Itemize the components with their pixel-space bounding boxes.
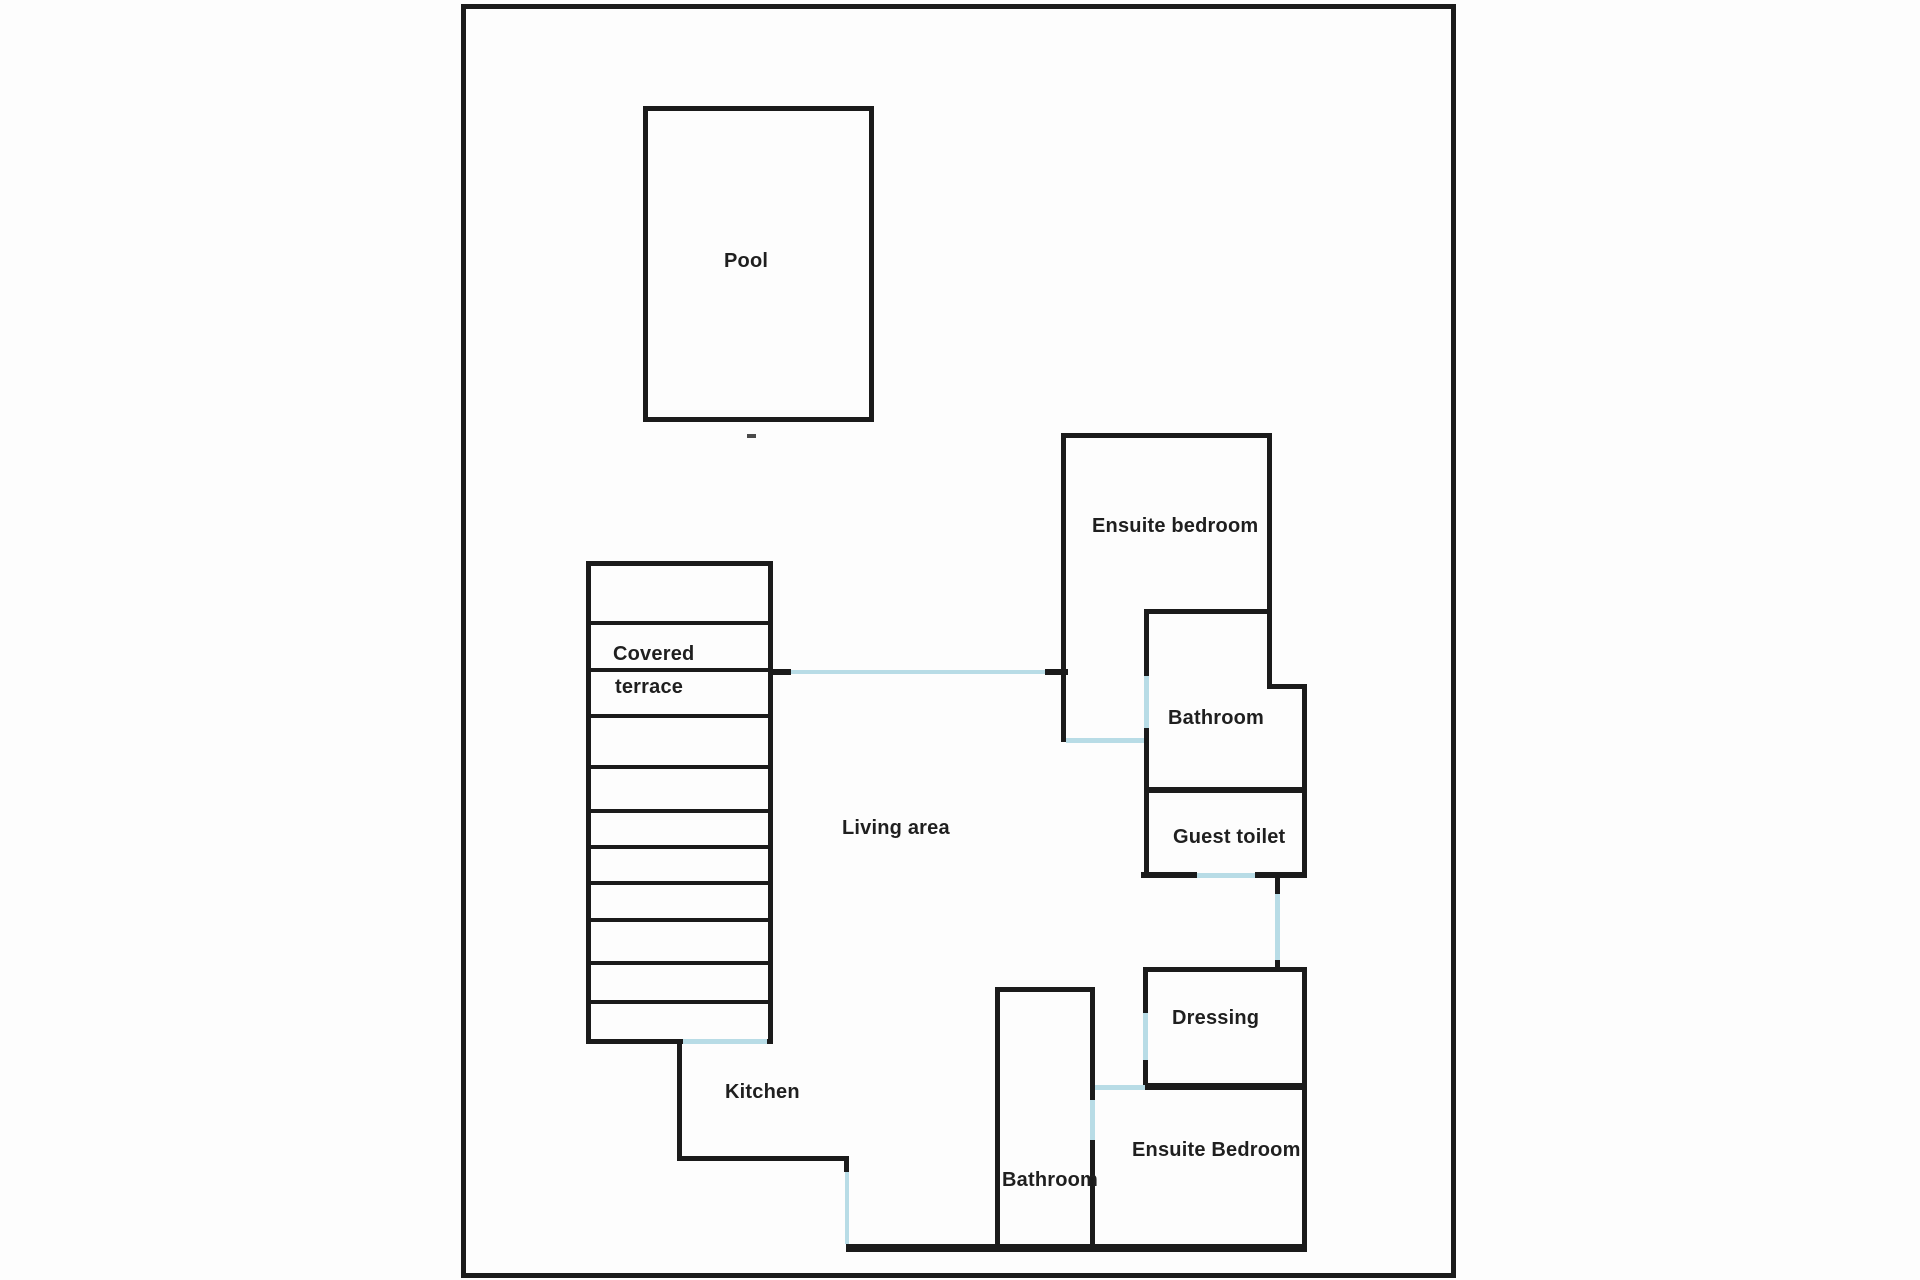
kitchen-wall-left xyxy=(677,1044,682,1161)
corridor-door-stub-top xyxy=(1275,875,1280,894)
terrace-window-opening xyxy=(683,1039,767,1044)
ensuite-bottom-label: Ensuite Bedroom xyxy=(1132,1139,1301,1161)
dressing-label: Dressing xyxy=(1172,1007,1260,1029)
kitchen-label: Kitchen xyxy=(725,1081,800,1103)
bathroom-bottom-wall-right-b xyxy=(1090,1140,1095,1247)
corridor-door-stub-bottom xyxy=(1275,960,1280,972)
pool-label: Pool xyxy=(724,250,769,272)
bathroom-top-wall-left-a xyxy=(1144,609,1149,676)
ensuite-top-label: Ensuite bedroom xyxy=(1092,515,1259,537)
bathroom-top-label: Bathroom xyxy=(1168,707,1265,729)
door-stub xyxy=(1045,669,1068,675)
dressing-ensuite-wall-right xyxy=(1302,967,1307,1250)
terrace-slat xyxy=(588,845,771,849)
guest-toilet-label: Guest toilet xyxy=(1173,826,1286,848)
terrace-slat xyxy=(588,881,771,885)
terrace-slat xyxy=(588,1000,771,1004)
bathroom-guesttoilet-divider xyxy=(1144,787,1307,793)
pool-outline xyxy=(643,106,874,422)
terrace-label-line2: terrace xyxy=(615,676,684,698)
terrace-slat xyxy=(588,765,771,769)
ensuite-top-door-opening xyxy=(1066,738,1146,743)
bathroom-top-wall-top xyxy=(1144,609,1272,614)
dressing-wall-left-b xyxy=(1143,1060,1148,1088)
bathroom-top-wall-left-b xyxy=(1144,728,1149,878)
ensuite-bottom-door-opening xyxy=(1095,1085,1145,1090)
terrace-slat xyxy=(588,668,771,672)
bathroom-bottom-wall-left xyxy=(995,987,1000,1247)
living-area-label: Living area xyxy=(842,817,950,839)
bathroom-top-door-opening xyxy=(1144,676,1149,728)
guest-toilet-window-opening xyxy=(1197,873,1255,878)
ensuite-top-wall-right xyxy=(1267,433,1272,687)
dressing-wall-left-a xyxy=(1143,967,1148,1013)
terrace-slat xyxy=(588,621,771,625)
bathroom-bottom-label: Bathroom xyxy=(1002,1169,1099,1191)
door-stub xyxy=(771,669,791,675)
terrace-slat xyxy=(588,918,771,922)
kitchen-door-opening xyxy=(845,1172,849,1244)
ensuite-top-wall-left xyxy=(1061,433,1066,742)
terrace-slat xyxy=(588,809,771,813)
living-glass-door-opening xyxy=(791,670,1045,674)
bathroom-bottom-wall-right-a xyxy=(1090,987,1095,1100)
dressing-door-opening xyxy=(1143,1013,1148,1060)
bathroom-bottom-wall-top xyxy=(995,987,1095,992)
corridor-door-opening xyxy=(1275,894,1280,960)
terrace-slat xyxy=(588,714,771,718)
kitchen-door-stub xyxy=(844,1156,849,1172)
ensuite-top-wall-step xyxy=(1267,684,1307,689)
ensuite-top-wall-top xyxy=(1061,433,1272,438)
pool-dash-mark xyxy=(747,434,756,438)
bathroom-bottom-door-opening xyxy=(1090,1100,1095,1140)
guest-toilet-wall-bottom-a xyxy=(1141,872,1197,878)
terrace-label-line1: Covered xyxy=(613,643,695,665)
dressing-wall-bottom xyxy=(1143,1083,1307,1090)
suite-outer-wall-right xyxy=(1302,684,1307,878)
kitchen-wall-bottom xyxy=(677,1156,849,1161)
guest-toilet-wall-bottom-b xyxy=(1255,872,1307,878)
terrace-outline xyxy=(586,561,773,1044)
house-wall-bottom xyxy=(846,1244,1307,1252)
dressing-wall-top xyxy=(1143,967,1307,972)
terrace-slat xyxy=(588,961,771,965)
plot-boundary xyxy=(461,4,1456,1278)
